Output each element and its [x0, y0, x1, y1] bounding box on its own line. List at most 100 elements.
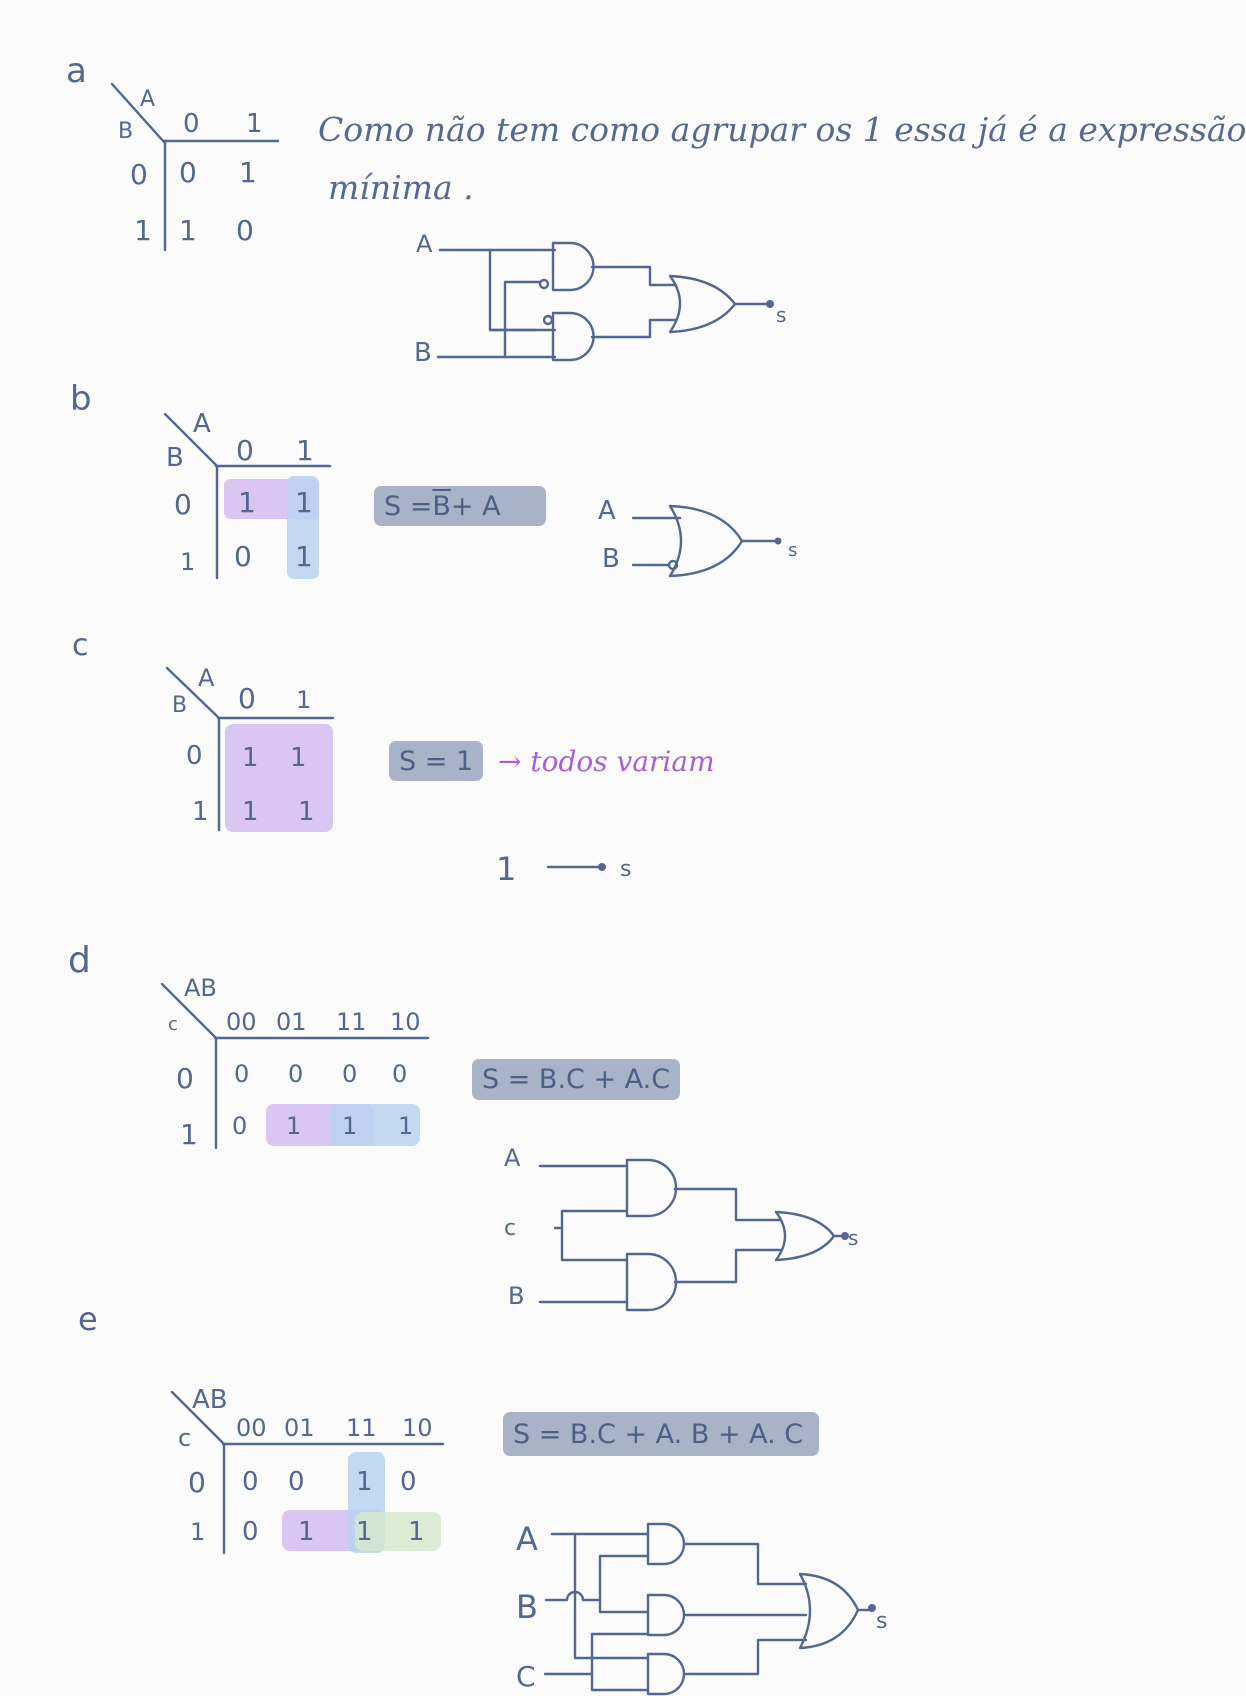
circuit-e-input-b: B [516, 1588, 538, 1626]
kmap-a-cell: 0 [236, 214, 254, 247]
kmap-b-row-1: 1 [180, 548, 195, 576]
circuit-d-output: s [848, 1226, 858, 1250]
kmap-b-group-blue [287, 476, 319, 579]
kmap-e-corner-top: AB [192, 1385, 228, 1415]
kmap-a: A B 0 1 0 1 0 1 1 0 [110, 82, 280, 252]
kmap-c-cell: 1 [290, 743, 307, 773]
kmap-b-col-0: 0 [236, 434, 254, 467]
section-a-letter: a [66, 51, 87, 91]
kmap-d-row-0: 0 [176, 1062, 194, 1095]
output-terminal-icon [766, 300, 774, 308]
kmap-d-cell: 0 [342, 1060, 357, 1088]
or-gate-icon [668, 274, 737, 334]
kmap-a-col-0: 0 [183, 109, 200, 139]
circuit-e-output: s [876, 1609, 887, 1634]
circuit-e: A B C s [516, 1520, 887, 1696]
kmap-a-row-1: 1 [134, 214, 152, 247]
kmap-c-col-0: 0 [238, 682, 256, 715]
kmap-d-cell: 0 [234, 1060, 249, 1088]
circuit-d-input-a: A [504, 1144, 521, 1172]
kmap-a-cell: 1 [239, 156, 257, 189]
kmap-b-cell: 0 [234, 540, 252, 573]
kmap-e-cell: 0 [242, 1467, 259, 1497]
kmap-e-corner-left: c [178, 1424, 191, 1452]
section-b-letter: b [70, 379, 92, 419]
kmap-b-col-1: 1 [296, 434, 314, 467]
equation-e: S = B.C + A. B + A. C [503, 1412, 819, 1456]
kmap-c: A B 0 1 0 1 1 1 1 1 [165, 664, 335, 832]
circuit-a-input-b: B [414, 338, 432, 368]
or-gate-icon [774, 1210, 836, 1262]
circuit-d-input-b: B [508, 1282, 524, 1310]
note-a-line1: Como não tem como agrupar os 1 essa já é… [318, 110, 1246, 149]
or-gate-icon [668, 504, 744, 578]
circuit-a-output: s [776, 303, 786, 327]
section-e-letter: e [78, 1300, 98, 1338]
kmap-e-cell: 0 [400, 1467, 417, 1497]
and-gate-icon [625, 1158, 678, 1218]
or-gate-icon [798, 1572, 860, 1650]
circuit-e-input-c: C [516, 1660, 536, 1693]
note-c: → todos variam [498, 745, 715, 778]
circuit-b-input-a: A [598, 496, 616, 526]
kmap-a-row-0: 0 [130, 158, 148, 191]
and-gate-icon [625, 1252, 678, 1312]
kmap-e-col: 00 [236, 1414, 267, 1442]
output-terminal-icon [868, 1604, 876, 1612]
equation-b-suffix: + A [450, 490, 501, 522]
kmap-d: AB c 00 01 11 10 0 1 0 0 0 0 0 1 1 1 [160, 974, 430, 1151]
kmap-d-cell: 0 [392, 1060, 407, 1088]
worksheet-page: Como não tem como agrupar os 1 essa já é… [66, 51, 1246, 1696]
kmap-a-corner-left: B [118, 119, 133, 144]
kmap-d-row-1: 1 [180, 1118, 198, 1151]
kmap-b-cell: 1 [238, 486, 256, 519]
circuit-b: A B s [598, 496, 797, 578]
kmap-a-corner-top: A [140, 87, 155, 112]
section-d-letter: d [68, 940, 91, 981]
kmap-d-cell: 0 [232, 1112, 247, 1140]
equation-b-bar: B [432, 490, 451, 522]
circuit-a-input-a: A [416, 230, 433, 258]
kmap-d-col: 00 [226, 1008, 257, 1036]
and-gate-icon [646, 1522, 686, 1566]
output-terminal-icon [841, 1232, 849, 1240]
section-c-letter: c [72, 628, 89, 663]
kmap-e-col: 10 [402, 1414, 433, 1442]
kmap-a-cell: 0 [179, 156, 197, 189]
kmap-d-col: 01 [276, 1008, 307, 1036]
kmap-c-col-1: 1 [296, 686, 311, 714]
kmap-d-cell: 1 [286, 1112, 301, 1140]
kmap-c-corner-left: B [172, 693, 187, 718]
kmap-d-col: 11 [336, 1008, 367, 1036]
kmap-d-corner-left: c [168, 1014, 178, 1035]
kmap-e: AB c 00 01 11 10 0 1 0 0 1 0 0 1 1 1 [170, 1385, 445, 1555]
output-terminal-icon [774, 537, 782, 545]
kmap-c-corner-top: A [198, 664, 215, 692]
output-terminal-icon [598, 863, 606, 871]
circuit-c-input: 1 [496, 850, 516, 888]
kmap-a-cell: 1 [179, 214, 197, 247]
kmap-d-group-blue [330, 1104, 420, 1146]
kmap-e-row-1: 1 [190, 1518, 205, 1546]
circuit-c-output: s [620, 857, 631, 882]
kmap-e-col: 01 [284, 1414, 315, 1442]
kmap-d-cell: 1 [342, 1112, 357, 1140]
kmap-b-corner-left: B [166, 443, 184, 473]
circuit-c: 1 s [496, 850, 631, 888]
kmap-c-row-1: 1 [192, 797, 209, 827]
kmap-b-cell: 1 [295, 486, 313, 519]
kmap-c-group-purple [225, 724, 333, 832]
kmap-c-row-0: 0 [186, 741, 203, 771]
and-gate-icon [551, 311, 595, 362]
circuit-b-input-b: B [602, 544, 620, 574]
kmap-e-cell: 1 [356, 1467, 373, 1497]
circuit-d-input-c: c [504, 1216, 516, 1241]
and-gate-icon [551, 241, 595, 292]
kmap-c-cell: 1 [242, 743, 259, 773]
kmap-e-group-green [355, 1512, 441, 1551]
kmap-d-corner-top: AB [184, 974, 217, 1002]
and-gate-icon [646, 1652, 686, 1696]
kmap-e-col: 11 [346, 1414, 377, 1442]
circuit-d: A c B s [504, 1144, 858, 1312]
and-gate-icon [646, 1593, 686, 1637]
